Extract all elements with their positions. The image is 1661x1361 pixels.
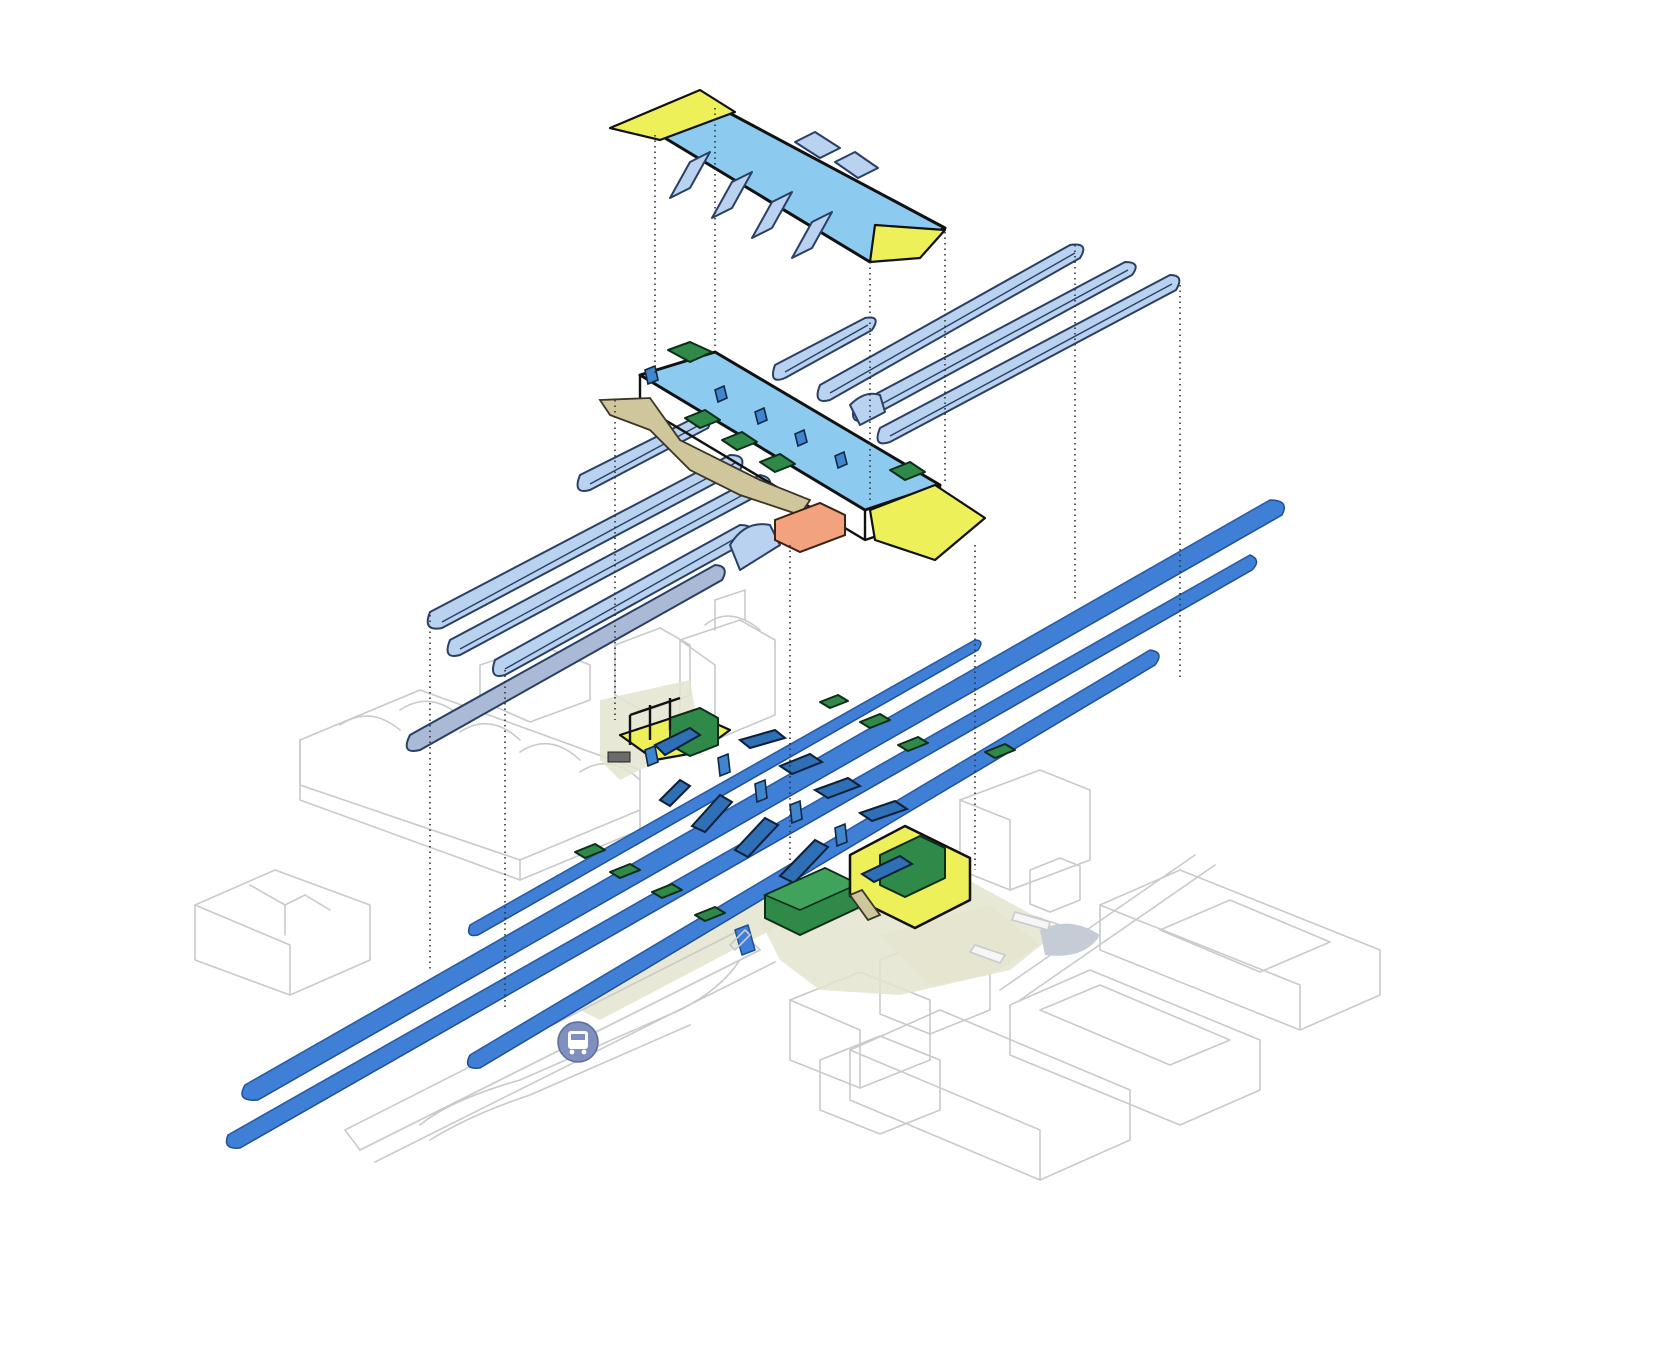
roundabout: [1040, 923, 1100, 956]
north-entrance: [607, 696, 732, 768]
ground-marker-2: [969, 944, 1006, 964]
context-building-warehouse: [299, 689, 641, 881]
roof-entrance-north: [608, 88, 737, 142]
ground-level-elements: [574, 694, 1051, 964]
lower-left-platform-5: [405, 563, 726, 752]
public-realm-strip: [560, 900, 790, 1020]
bus-interchange: [344, 924, 761, 1151]
context-building-far-right: [849, 869, 1381, 1181]
roof-entrance-south: [868, 223, 947, 264]
platform-kiosks: [574, 694, 1016, 922]
concourse-columns: [644, 364, 848, 470]
concourse-entrance-south: [868, 483, 987, 562]
south-entrance: [763, 824, 972, 936]
upper-platforms: [405, 243, 1181, 752]
railway-tracks: [225, 499, 1285, 1149]
ticket-office: [774, 501, 846, 554]
concourse-bridge: [598, 341, 987, 562]
roof-level: [608, 88, 947, 264]
ground-marker-3: [729, 929, 751, 951]
ground-marker-1: [1011, 911, 1051, 931]
track-1: [467, 639, 982, 937]
concourse-retail: [667, 341, 926, 481]
bus-stop-icon: [557, 1021, 599, 1063]
roof-fins: [669, 131, 879, 259]
escalators: [658, 728, 910, 885]
context-building-house-left: [194, 869, 371, 996]
projection-lines: [429, 108, 1181, 1010]
lift-shafts: [717, 752, 848, 848]
